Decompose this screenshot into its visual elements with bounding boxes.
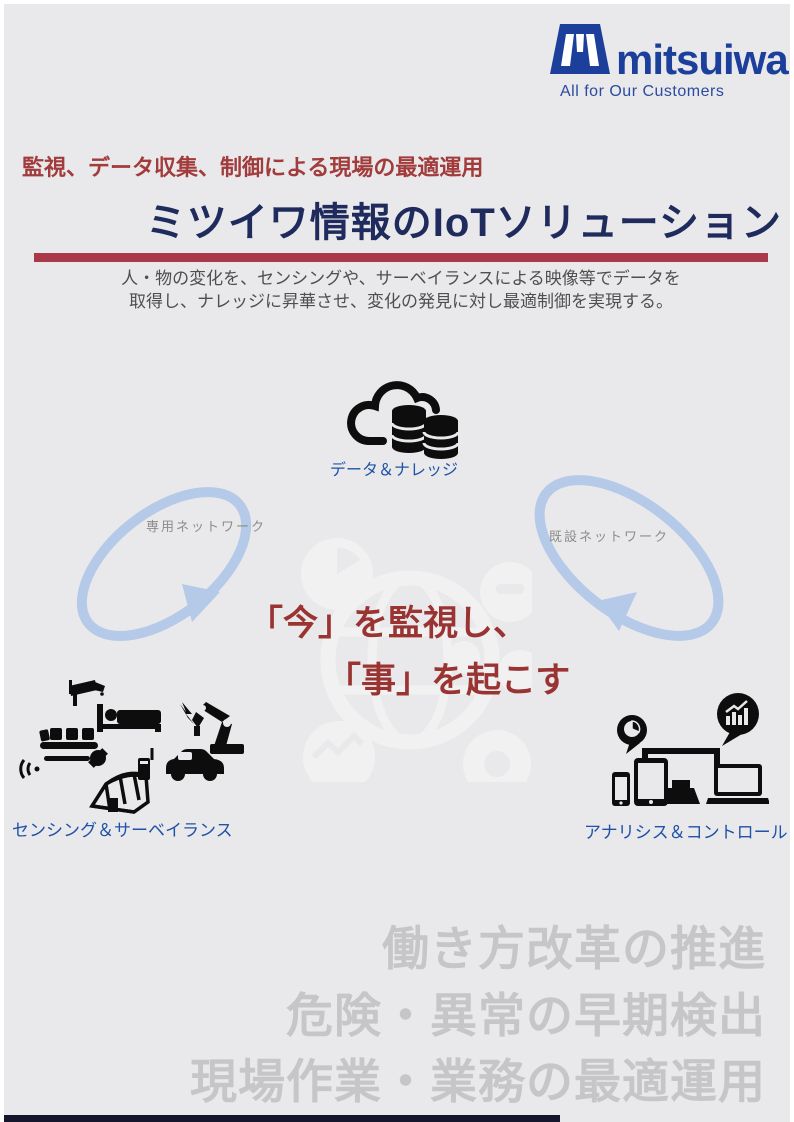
benefit-line-3: 現場作業・業務の最適運用 bbox=[190, 1055, 766, 1109]
wireless-signal-icon bbox=[19, 759, 40, 779]
cloud-label: データ＆ナレッジ bbox=[329, 462, 458, 479]
mitsuiwa-logo-icon bbox=[550, 22, 610, 81]
analysis-cluster-label: アナリシス＆コントロール bbox=[584, 823, 788, 842]
sensing-icons-cluster bbox=[12, 676, 257, 821]
right-network-label: 既設ネットワーク bbox=[549, 529, 670, 544]
left-network-arrow-icon bbox=[62, 464, 267, 669]
tablet-icon bbox=[634, 758, 668, 806]
bar-chart-bubble-icon bbox=[717, 693, 759, 746]
laptop-icon bbox=[706, 764, 770, 804]
iot-globe-watermark bbox=[282, 532, 542, 798]
center-copy-line1: 「今」を監視し、 bbox=[248, 604, 529, 643]
intro-line2: 取得し、ナレッジに昇華させ、変化の発見に対し最適制御を実現する。 bbox=[129, 291, 673, 311]
car-icon bbox=[166, 749, 224, 781]
center-copy: 「今」を監視し、 「事」を起こす bbox=[248, 596, 570, 709]
logo-tagline: All for Our Customers bbox=[560, 83, 725, 100]
analysis-icons-cluster bbox=[604, 692, 770, 815]
benefit-line-1: 働き方改革の推進 bbox=[382, 922, 766, 975]
mitsuiwa-logo: mitsuiwa All for Our Customers bbox=[550, 22, 789, 101]
pie-chart-bubble-icon bbox=[617, 715, 647, 754]
intro-line1: 人・物の変化を、センシングや、サーベイランスによる映像等でデータを bbox=[121, 269, 681, 288]
right-network-arrow-icon bbox=[509, 456, 749, 666]
kicker-heading: 監視、データ収集、制御による現場の最適運用 bbox=[22, 155, 484, 180]
cloud-database-icon bbox=[337, 367, 461, 464]
center-copy-line2: 「事」を起こす bbox=[326, 660, 571, 700]
page-title: ミツイワ情報のIoTソリューション bbox=[145, 201, 782, 245]
logo-wordmark: mitsuiwa bbox=[616, 36, 789, 83]
smartphone-icon bbox=[612, 772, 630, 806]
robot-arm-icon bbox=[180, 702, 244, 754]
title-rule bbox=[34, 253, 768, 262]
cctv-camera-icon bbox=[69, 680, 105, 706]
footer-strip bbox=[4, 1115, 560, 1122]
conveyor-icon bbox=[39, 728, 108, 768]
intro-text: 人・物の変化を、センシングや、サーベイランスによる映像等でデータを 取得し、ナレ… bbox=[51, 268, 751, 314]
benefits-text: 働き方改革の推進 危険・異常の早期検出 現場作業・業務の最適運用 bbox=[190, 916, 766, 1116]
bed-icon bbox=[97, 704, 161, 732]
greenhouse-icon bbox=[89, 771, 150, 814]
benefit-line-2: 危険・異常の早期検出 bbox=[286, 988, 766, 1042]
sensing-cluster-label: センシング＆サーベイランス bbox=[12, 821, 233, 840]
left-network-label: 専用ネットワーク bbox=[146, 519, 267, 534]
